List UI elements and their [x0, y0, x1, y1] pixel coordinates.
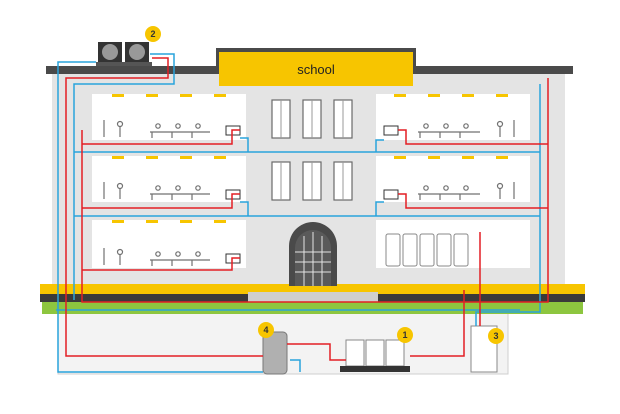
storage-tank — [262, 331, 288, 375]
classroom-left-1 — [92, 94, 246, 140]
ceiling-lights — [112, 94, 508, 223]
classroom-right-2 — [376, 156, 530, 202]
classroom-left-2 — [92, 156, 246, 202]
teacher-left-2 — [103, 182, 124, 199]
classroom-left-3 — [92, 220, 246, 268]
foundation-yellow — [40, 284, 585, 294]
hot-pipes — [65, 57, 549, 361]
marker-3: 3 — [488, 328, 504, 344]
radiator-right-1 — [383, 125, 399, 136]
desks-right-2 — [418, 185, 480, 200]
indoor-units — [385, 233, 469, 267]
rooftop-heat-pumps — [96, 42, 152, 66]
desks-right-1 — [418, 123, 480, 138]
desks-left-2 — [150, 185, 210, 200]
desks-left-1 — [150, 123, 210, 138]
plant-room — [376, 220, 530, 268]
boiler-cascade — [340, 339, 410, 372]
cold-pipes — [56, 53, 541, 373]
classroom-right-1 — [376, 94, 530, 140]
radiator-right-2 — [383, 189, 399, 200]
marker-4: 4 — [258, 322, 274, 338]
school-sign: school — [219, 52, 413, 86]
marker-2: 2 — [145, 26, 161, 42]
school-sign-label: school — [297, 61, 335, 77]
teacher-right-1 — [496, 120, 515, 137]
teacher-left-3 — [103, 248, 124, 265]
teacher-left-1 — [103, 120, 124, 137]
classroom-people-icons — [103, 120, 515, 266]
entrance-steps — [248, 292, 378, 302]
teacher-right-2 — [496, 182, 515, 199]
door-grille — [295, 232, 331, 286]
desks-left-3 — [150, 251, 210, 266]
marker-1: 1 — [397, 327, 413, 343]
window-mullions — [280, 100, 344, 200]
